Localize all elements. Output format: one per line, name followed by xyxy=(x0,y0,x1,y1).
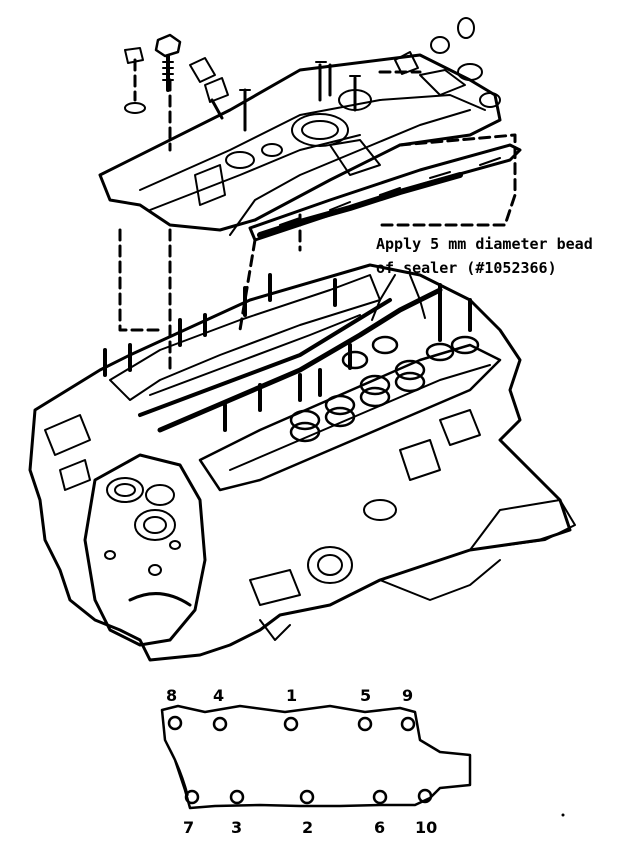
seq-label-top-1: 8 xyxy=(166,686,177,705)
bolt-3 xyxy=(229,789,245,805)
seq-label-top-3: 1 xyxy=(286,686,297,705)
seq-label-bottom-2: 3 xyxy=(231,818,242,837)
bolt-6 xyxy=(372,789,388,805)
sealer-callout-line-2: of sealer (#1052366) xyxy=(376,259,557,277)
seq-label-top-4: 5 xyxy=(360,686,371,705)
intake-manifold xyxy=(98,53,502,236)
bolt-7 xyxy=(184,789,200,805)
bolt-5 xyxy=(357,716,373,732)
seq-label-bottom-4: 6 xyxy=(374,818,385,837)
seq-label-top-5: 9 xyxy=(402,686,413,705)
bolt-10 xyxy=(417,788,433,804)
seq-label-bottom-5: 10 xyxy=(415,818,437,837)
sealer-callout-line-1: Apply 5 mm diameter bead xyxy=(376,235,593,253)
bolt-4 xyxy=(212,716,228,732)
bolt-2 xyxy=(299,789,315,805)
sealer-callout: Apply 5 mm diameter bead of sealer (#105… xyxy=(376,232,636,280)
bolt-9 xyxy=(400,716,416,732)
bolt-8 xyxy=(167,715,183,731)
engine-block xyxy=(28,263,576,662)
torque-sequence-diagram: 8 4 1 5 9 7 3 2 6 10 xyxy=(160,686,472,837)
seq-label-top-2: 4 xyxy=(213,686,224,705)
seq-label-bottom-1: 7 xyxy=(183,818,194,837)
bolt-1 xyxy=(283,716,299,732)
seq-label-bottom-3: 2 xyxy=(302,818,313,837)
fasteners xyxy=(124,17,475,120)
